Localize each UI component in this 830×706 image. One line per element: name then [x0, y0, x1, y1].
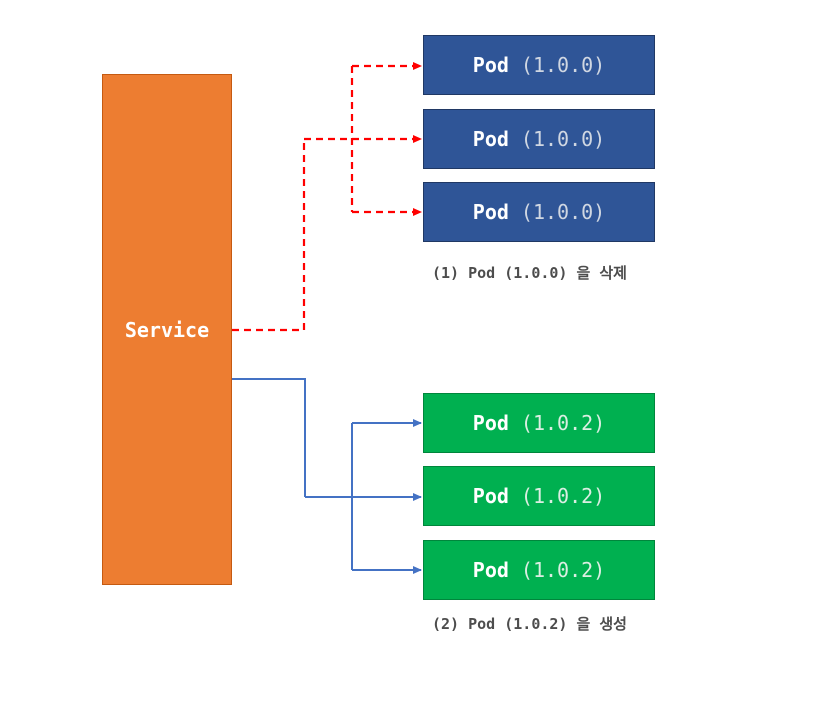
pod-name: Pod	[472, 411, 509, 435]
pod-version: (1.0.2)	[520, 558, 606, 582]
create-caption: (2) Pod (1.0.2) 을 생성	[432, 615, 627, 633]
old-pod-1: Pod (1.0.0)	[423, 35, 655, 95]
old-pod-2: Pod (1.0.0)	[423, 109, 655, 169]
pod-version: (1.0.0)	[520, 200, 606, 224]
pod-name: Pod	[472, 53, 509, 77]
new-pod-3: Pod (1.0.2)	[423, 540, 655, 600]
pod-version: (1.0.2)	[520, 411, 606, 435]
delete-trunk	[232, 139, 306, 332]
create-trunk	[232, 378, 306, 497]
pod-version: (1.0.0)	[520, 53, 606, 77]
pod-name: Pod	[472, 200, 509, 224]
new-pod-1: Pod (1.0.2)	[423, 393, 655, 453]
pod-name: Pod	[472, 558, 509, 582]
create-connectors	[232, 378, 422, 574]
pod-name: Pod	[472, 127, 509, 151]
pod-name: Pod	[472, 484, 509, 508]
pod-version: (1.0.2)	[520, 484, 606, 508]
service-label: Service	[124, 317, 210, 342]
delete-caption: (1) Pod (1.0.0) 을 삭제	[432, 264, 627, 282]
delete-connectors	[232, 62, 422, 332]
service-box: Service	[102, 74, 232, 585]
new-pod-2: Pod (1.0.2)	[423, 466, 655, 526]
old-pod-3: Pod (1.0.0)	[423, 182, 655, 242]
pod-version: (1.0.0)	[520, 127, 606, 151]
